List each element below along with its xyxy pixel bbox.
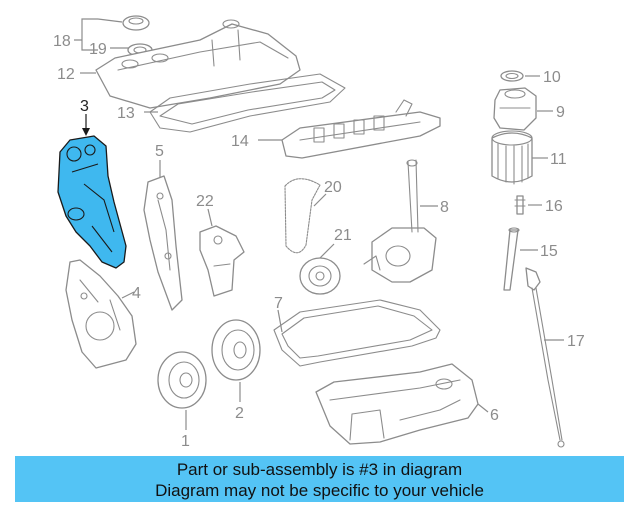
callout-11: 11 (550, 151, 567, 168)
banner-line-2: Diagram may not be specific to your vehi… (155, 481, 484, 500)
callout-7: 7 (274, 295, 283, 312)
callout-14: 14 (231, 133, 249, 150)
callout-15: 15 (540, 243, 558, 260)
callout-13: 13 (117, 105, 135, 122)
part-13-valve-cover-gasket[interactable] (149, 73, 346, 133)
part-16-sensor[interactable] (514, 195, 526, 215)
callout-19: 19 (89, 41, 107, 58)
part-3-timing-cover[interactable] (57, 135, 127, 269)
parts-diagram: 1 2 3 4 5 6 7 8 9 10 11 12 13 14 15 16 1… (53, 15, 585, 450)
banner-line-1: Part or sub-assembly is #3 in diagram (176, 460, 463, 479)
callout-20: 20 (324, 179, 342, 196)
part-6-oil-pan[interactable] (315, 363, 479, 445)
callout-6: 6 (490, 407, 499, 424)
part-15-dipstick-tube[interactable] (503, 227, 520, 291)
part-1-crank-sprocket[interactable] (157, 351, 207, 409)
callout-5: 5 (155, 143, 164, 160)
callout-18: 18 (53, 33, 71, 50)
part-18-oil-filler-cap[interactable] (122, 15, 150, 31)
callout-21: 21 (334, 227, 352, 244)
part-20-timing-belt[interactable] (284, 178, 321, 254)
part-21-idler-pulley[interactable] (299, 257, 341, 295)
callout-4: 4 (132, 285, 141, 302)
part-11-oil-filter[interactable] (491, 130, 533, 185)
part-14-intake-manifold[interactable] (281, 99, 441, 159)
part-7-oil-pan-gasket[interactable] (273, 299, 441, 367)
part-17-dipstick[interactable] (525, 267, 565, 448)
part-4-front-case[interactable] (65, 259, 137, 369)
part-12-valve-cover[interactable] (95, 19, 301, 109)
part-8-oil-pump[interactable] (363, 159, 437, 283)
callout-2: 2 (235, 405, 244, 422)
part-5-rear-timing-cover[interactable] (143, 175, 183, 311)
callout-9: 9 (556, 104, 565, 121)
callout-1: 1 (181, 433, 190, 450)
callout-3: 3 (80, 98, 89, 115)
info-banner: Part or sub-assembly is #3 in diagram Di… (15, 456, 624, 502)
part-10-oring[interactable] (500, 70, 524, 82)
part-9-filter-housing[interactable] (493, 87, 537, 131)
part-22-bracket[interactable] (199, 225, 245, 297)
part-2-crank-pulley[interactable] (211, 319, 261, 381)
callout-12: 12 (57, 66, 75, 83)
callout-8: 8 (440, 199, 449, 216)
callout-17: 17 (567, 333, 585, 350)
callout-10: 10 (543, 69, 561, 86)
callout-16: 16 (545, 198, 563, 215)
callout-22: 22 (196, 193, 214, 210)
